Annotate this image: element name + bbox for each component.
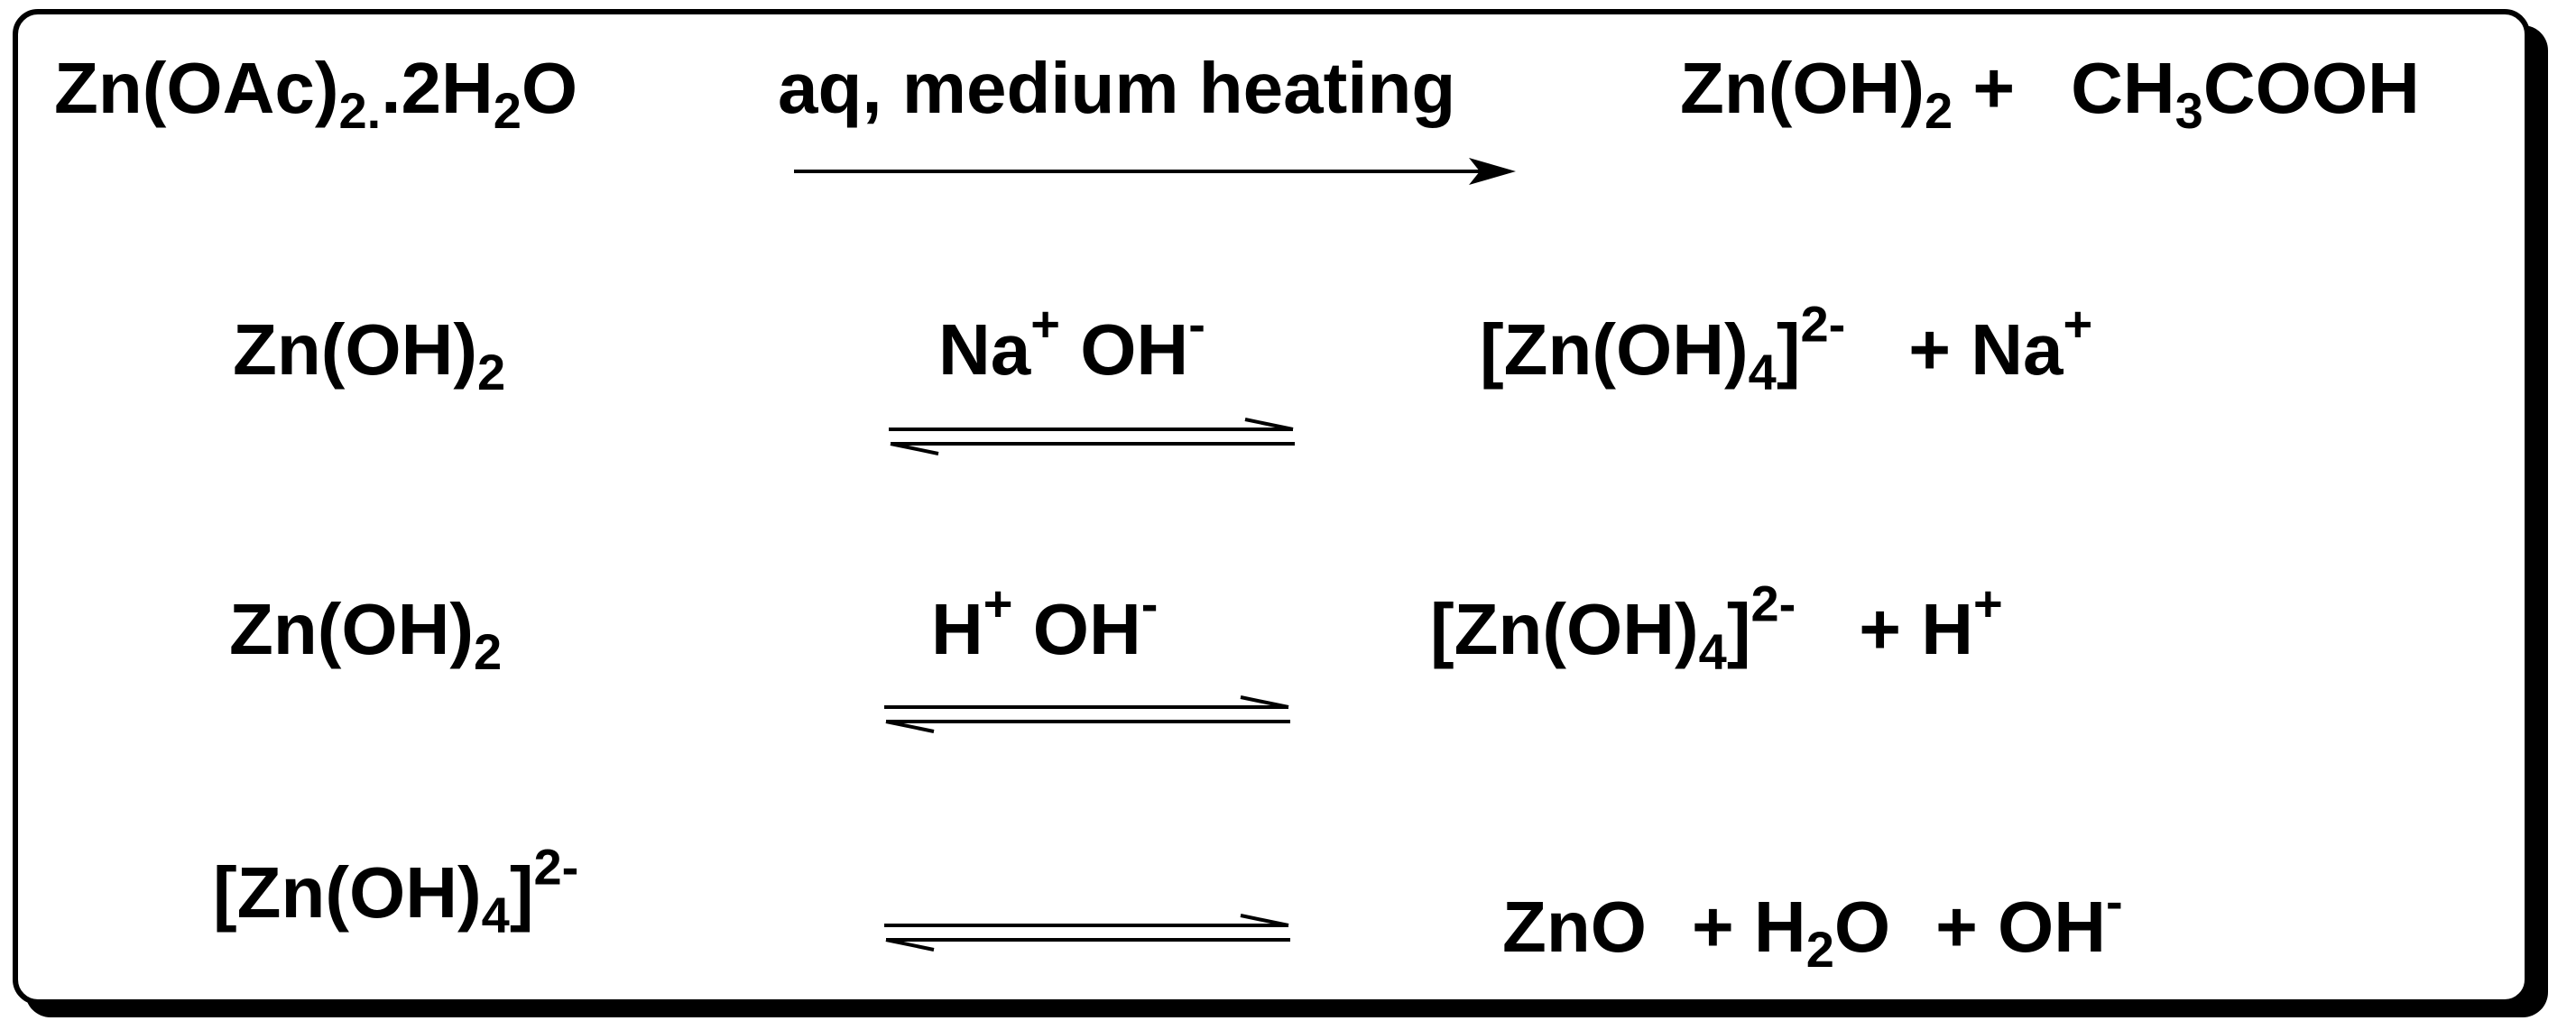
reaction-4-product: ZnO+ H2O+ OH- xyxy=(1502,872,2123,978)
reaction-3-equilibrium-arrow xyxy=(884,695,1290,733)
reaction-2-product: [Zn(OH)4]2-+ Na+ xyxy=(1480,295,2093,400)
reaction-3-product: [Zn(OH)4]2-+ H+ xyxy=(1430,575,2003,680)
reaction-2-condition: Na+ OH- xyxy=(938,295,1205,390)
reaction-4-equilibrium-arrow xyxy=(884,914,1290,952)
reaction-4-reactant: [Zn(OH)4]2- xyxy=(213,838,579,943)
reaction-1-product: Zn(OH)2 +CH3COOH xyxy=(1680,48,2420,139)
reaction-1-reactant: Zn(OAc)2..2H2O xyxy=(54,48,578,139)
reaction-scheme-box xyxy=(13,9,2530,1005)
reaction-3-reactant: Zn(OH)2 xyxy=(229,589,503,680)
reaction-1-forward-arrow xyxy=(794,158,1516,185)
reaction-2-reactant: Zn(OH)2 xyxy=(233,309,506,400)
reaction-1-condition: aq, medium heating xyxy=(778,48,1456,128)
reaction-3-condition: H+ OH- xyxy=(931,575,1159,669)
reaction-2-equilibrium-arrow xyxy=(889,418,1295,455)
